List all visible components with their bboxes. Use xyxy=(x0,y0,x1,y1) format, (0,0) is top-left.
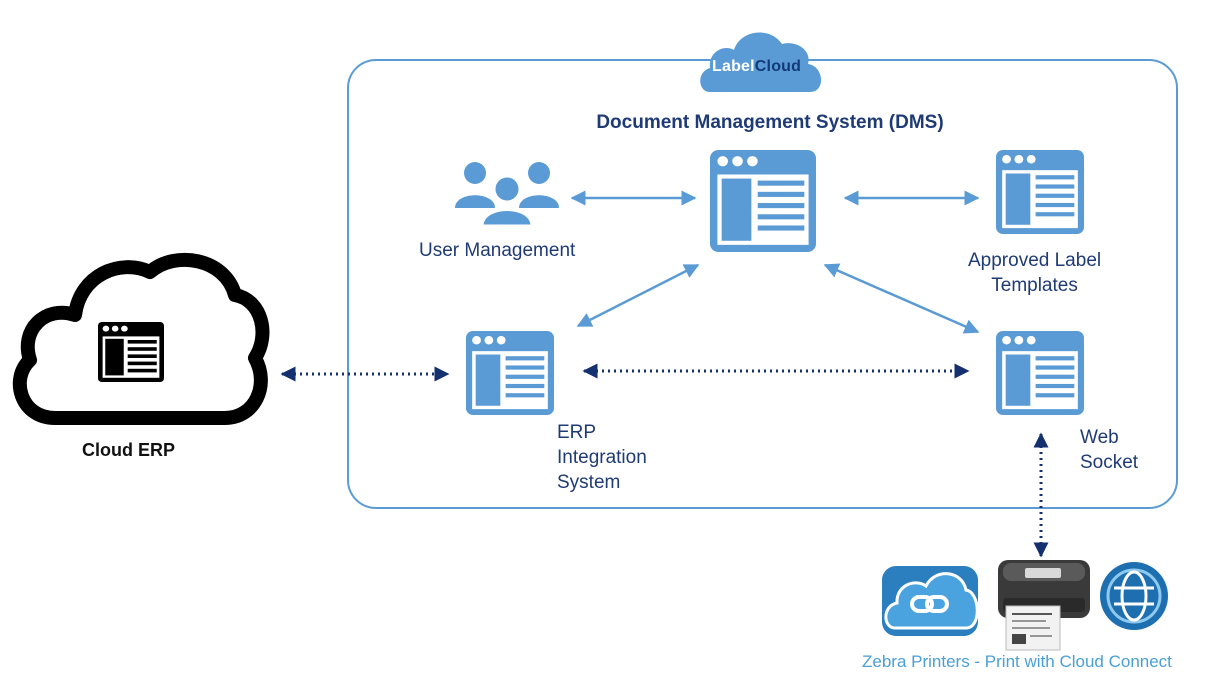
logo-cloud-part: Cloud xyxy=(754,58,802,75)
cloud-erp-icon xyxy=(12,252,270,425)
zebra-printer-icon xyxy=(998,560,1090,651)
erp-integration-line1: ERP xyxy=(557,422,597,443)
user-management-label: User Management xyxy=(419,240,576,261)
approved-templates-icon xyxy=(996,150,1084,234)
cloud-connect-icon xyxy=(882,566,979,636)
erp-integration-label: ERP Integration System xyxy=(557,420,647,495)
web-socket-line2: Socket xyxy=(1080,452,1139,473)
cloud-erp-label: Cloud ERP xyxy=(82,440,175,460)
approved-templates-line1: Approved Label xyxy=(968,250,1102,271)
approved-templates-label: Approved Label Templates xyxy=(968,248,1101,298)
dms-icon xyxy=(710,150,816,252)
erp-integration-line3: System xyxy=(557,472,621,493)
zebra-printers-caption: Zebra Printers - Print with Cloud Connec… xyxy=(862,652,1172,671)
labelcloud-logo xyxy=(700,32,822,92)
labelcloud-logo-text: LabelCloud xyxy=(712,58,801,76)
approved-templates-line2: Templates xyxy=(991,275,1078,296)
arrow-dms-websocket xyxy=(823,263,980,334)
web-socket-label: Web Socket xyxy=(1080,425,1138,475)
erp-integration-icon xyxy=(466,331,554,415)
printdna-icon xyxy=(1100,562,1168,630)
arrow-dms-erp xyxy=(576,263,700,328)
web-socket-icon xyxy=(996,331,1084,415)
erp-integration-line2: Integration xyxy=(557,447,647,468)
users-icon xyxy=(455,162,559,228)
web-socket-line1: Web xyxy=(1080,427,1119,448)
logo-label-part: Label xyxy=(712,58,755,75)
dms-title: Document Management System (DMS) xyxy=(596,112,944,133)
